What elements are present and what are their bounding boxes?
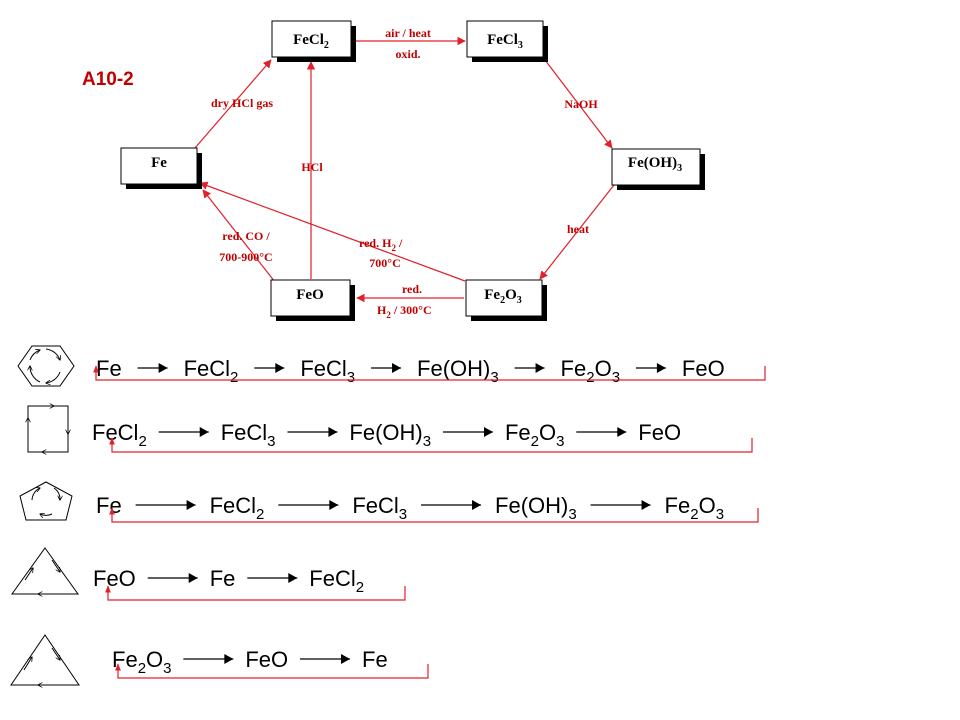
reaction-arrow-head xyxy=(641,500,651,510)
reaction-arrow-head xyxy=(224,654,234,664)
reaction-arrow-head xyxy=(535,363,545,373)
formula: Fe xyxy=(96,493,122,518)
formula: Fe xyxy=(96,356,122,381)
formula: FeCl3 xyxy=(352,493,407,523)
arrow-fe-fecl2 xyxy=(194,59,272,149)
pentagon-cycle-icon xyxy=(19,481,73,521)
label-hcl: HCl xyxy=(301,160,323,174)
label-red: red. xyxy=(402,282,422,296)
node-fecl2: FeCl2 xyxy=(271,20,356,62)
label-red-h2: red. H2 / xyxy=(359,236,403,253)
arrow-fecl3-feoh3 xyxy=(544,59,613,149)
node-feoh3-label: Fe(OH)3 xyxy=(628,155,682,174)
arrow-fe2o3-fe xyxy=(199,181,466,282)
node-fecl3: FeCl3 xyxy=(466,20,548,62)
formula: FeCl3 xyxy=(221,420,276,450)
label-red-co: red. CO / xyxy=(222,229,270,243)
reaction-arrow-head xyxy=(158,363,168,373)
reaction-arrow-head xyxy=(656,363,666,373)
formula: FeO xyxy=(245,647,288,672)
node-feo-label: FeO xyxy=(296,287,324,303)
reaction-arrow-head xyxy=(483,427,493,437)
node-fe2o3: Fe2O3 xyxy=(465,279,547,321)
reaction-arrow-head xyxy=(199,427,209,437)
edge-labels: air / heat oxid. NaOH dry HCl gas HCl he… xyxy=(211,26,598,320)
label-oxid: oxid. xyxy=(395,47,420,61)
cycle-return-arrow xyxy=(109,507,759,523)
formula: Fe2O3 xyxy=(561,356,621,386)
label-dry-hcl: dry HCl gas xyxy=(211,96,273,110)
formula: FeCl2 xyxy=(309,566,364,596)
reaction-arrow-head xyxy=(188,573,198,583)
reaction-arrow-head xyxy=(328,427,338,437)
cycle-return-arrow xyxy=(105,585,406,601)
formula: FeCl2 xyxy=(92,420,147,450)
arrow-feo-fe xyxy=(202,189,276,283)
reaction-arrow-head xyxy=(329,500,339,510)
node-fe-label: Fe xyxy=(151,155,167,171)
reaction-arrows xyxy=(194,36,615,303)
formula: Fe(OH)3 xyxy=(349,420,431,450)
hexagon-cycle-icon xyxy=(17,345,75,387)
scheme-title: A10-2 xyxy=(82,69,134,90)
label-h2-300: H2 / 300°C xyxy=(377,303,432,320)
triangle-cycle-icon xyxy=(10,634,80,685)
formula: Fe2O3 xyxy=(665,493,725,523)
formula: Fe(OH)3 xyxy=(495,493,577,523)
reaction-arrow-head xyxy=(617,427,627,437)
reaction-arrow-head xyxy=(472,500,482,510)
reaction-arrow-head xyxy=(341,654,351,664)
reaction-arrow-head xyxy=(288,573,298,583)
label-700c: 700°C xyxy=(369,256,400,270)
reaction-arrow-head xyxy=(392,363,402,373)
formula: FeCl3 xyxy=(300,356,355,386)
formula: Fe(OH)3 xyxy=(417,356,499,386)
triangle-cycle-icon xyxy=(11,547,79,594)
reaction-arrow-head xyxy=(186,500,196,510)
formula: Fe xyxy=(210,566,236,591)
label-heat: heat xyxy=(567,222,589,236)
cycle-return-arrow xyxy=(115,663,429,679)
node-fecl3-label: FeCl3 xyxy=(487,32,523,51)
formula: FeCl2 xyxy=(184,356,239,386)
node-feo: FeO xyxy=(270,279,355,321)
formula: FeO xyxy=(93,566,136,591)
formula: Fe2O3 xyxy=(505,420,565,450)
formula: FeCl2 xyxy=(210,493,265,523)
cycle-return-arrow xyxy=(109,437,753,453)
formula: Fe xyxy=(362,647,388,672)
node-fe2o3-label: Fe2O3 xyxy=(484,287,522,306)
node-feoh3: Fe(OH)3 xyxy=(611,148,705,190)
formula: Fe2O3 xyxy=(112,647,172,677)
label-700-900: 700-900°C xyxy=(219,250,272,264)
label-air-heat: air / heat xyxy=(385,26,431,40)
arrow-feoh3-fe2o3 xyxy=(539,184,615,280)
formula: FeO xyxy=(682,356,725,381)
node-fecl2-label: FeCl2 xyxy=(293,32,329,51)
label-naoh: NaOH xyxy=(564,97,598,111)
cycle-return-arrow xyxy=(93,365,766,381)
square-cycle-icon xyxy=(28,406,68,452)
formula: FeO xyxy=(638,420,681,445)
node-fe: Fe xyxy=(120,147,202,189)
reaction-arrow-head xyxy=(275,363,285,373)
